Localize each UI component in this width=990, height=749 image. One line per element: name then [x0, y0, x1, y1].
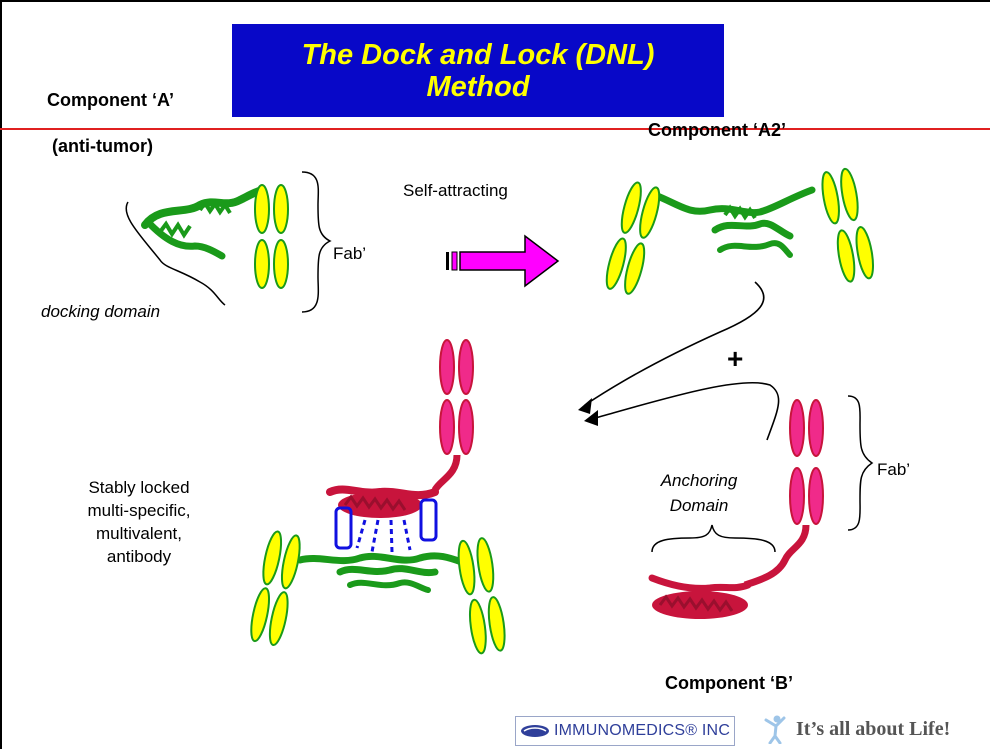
fab-brace-top: [302, 172, 330, 312]
locked-antibody-molecule: [248, 340, 508, 655]
logo-mark-icon: [520, 724, 550, 738]
self-attracting-arrow: [446, 236, 558, 286]
merge-arrows: [578, 282, 779, 440]
component-b-molecule: [652, 400, 823, 619]
person-figure-icon: [762, 714, 788, 744]
component-a2-molecule: [603, 167, 876, 296]
anchoring-domain-brace: [652, 525, 775, 552]
immunomedics-logo: IMMUNOMEDICS® INC: [515, 716, 735, 746]
fab-brace-right: [848, 396, 872, 530]
component-a-molecule: [145, 185, 288, 288]
company-name: IMMUNOMEDICS® INC: [554, 722, 730, 740]
tagline: It’s all about Life!: [796, 718, 950, 741]
